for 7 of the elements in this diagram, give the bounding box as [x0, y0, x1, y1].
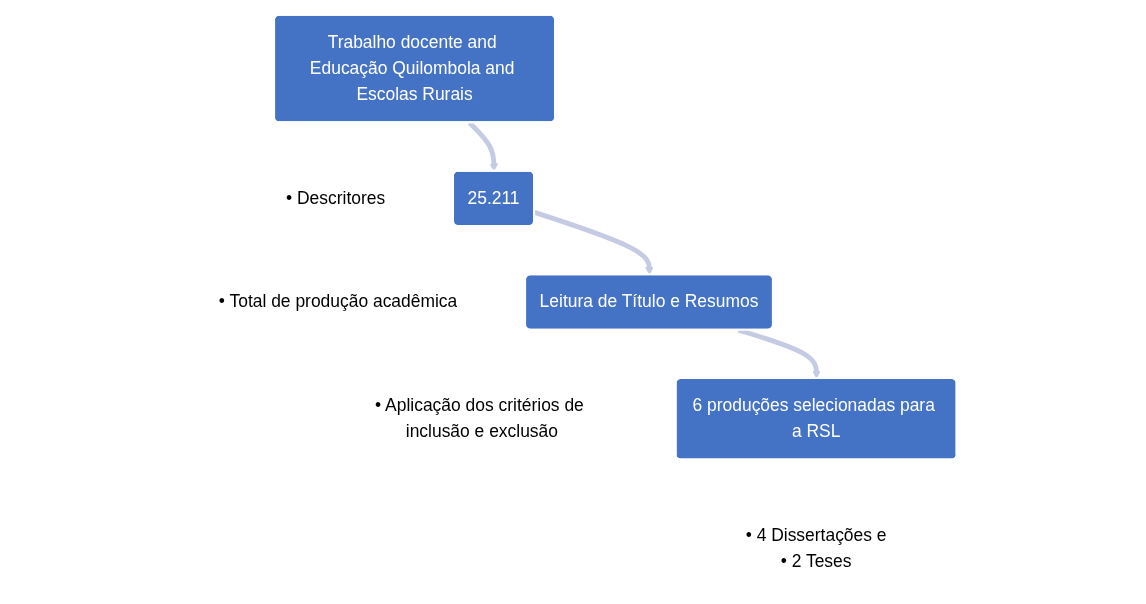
node-label: • Total de produção acadêmica	[218, 291, 458, 312]
node-label: • Descritores	[285, 188, 385, 208]
arrow	[533, 210, 654, 276]
node-label: • 4 Dissertações e	[745, 525, 887, 545]
arrow	[467, 121, 498, 172]
node-label: • 2 Teses	[780, 551, 852, 571]
node-label: • Aplicação dos critérios de inclusão e exclusão	[374, 395, 584, 442]
